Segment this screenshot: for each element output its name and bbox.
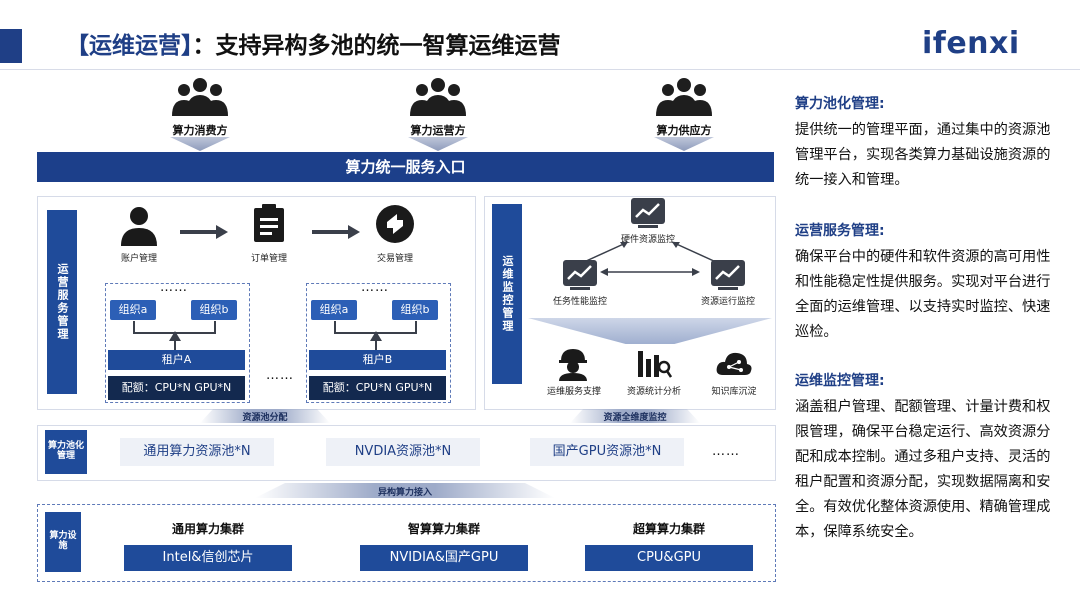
page-title: 【运维运营】：支持异构多池的统一智算运维运营 — [66, 26, 561, 60]
brand-logo: ifenxi — [922, 26, 1020, 61]
persona-consumer: 算力消费方 — [165, 76, 235, 138]
persona-label: 算力消费方 — [172, 124, 228, 137]
tenant-more-dots: …… — [266, 368, 294, 383]
arrow-right-icon — [312, 225, 360, 239]
engineer-icon — [559, 349, 587, 381]
persona-supplier: 算力供应方 — [649, 76, 719, 138]
monitor-tab: 运维监控管理 — [492, 204, 522, 384]
users-group-icon — [656, 78, 712, 116]
persona-label: 算力运营方 — [410, 124, 466, 137]
monitor-label-hardware: 硬件资源监控 — [620, 235, 675, 245]
persona-label: 算力供应方 — [656, 124, 712, 137]
transaction-icon — [376, 205, 414, 243]
statistics-icon — [638, 351, 672, 378]
quota-box: 配额：CPU*N GPU*N — [309, 376, 446, 400]
tenant-dots: …… — [361, 280, 389, 295]
monitor-chart-icon — [631, 198, 665, 228]
cluster-title-super: 超算算力集群 — [632, 522, 705, 536]
monitor-connectors — [583, 241, 717, 276]
cluster-title-general: 通用算力集群 — [171, 522, 244, 536]
connector-lines — [133, 321, 216, 351]
cluster-box-super: CPU&GPU — [585, 545, 753, 571]
header-divider — [0, 69, 1080, 70]
pool-more-dots: …… — [712, 444, 740, 459]
monitor-chart-icon — [711, 260, 745, 290]
band-pool-alloc — [200, 409, 330, 423]
org-a: 组织a — [311, 300, 357, 320]
band-full-monitor — [570, 409, 700, 423]
cloud-share-icon — [716, 352, 752, 375]
persona-operator: 算力运营方 — [403, 76, 473, 138]
monitor-label-knowledge: 知识库沉淀 — [711, 387, 757, 397]
quota-box: 配额：CPU*N GPU*N — [108, 376, 245, 400]
page-title-bracket: 【运维运营】 — [66, 33, 193, 59]
sidebar-text-pooling: 提供统一的管理平面，通过集中的资源池管理平台，实现各类算力基础设施资源的统一接入… — [795, 122, 1051, 188]
cluster-box-general: Intel&信创芯片 — [124, 545, 292, 571]
pool-row-tab: 算力池化管理 — [45, 430, 87, 474]
flow-label-order: 订单管理 — [250, 254, 287, 264]
tenant-group-a — [105, 283, 250, 403]
users-group-icon — [410, 78, 466, 116]
band-full-monitor-label: 资源全维度监控 — [603, 413, 667, 423]
tenant-box: 租户B — [309, 350, 446, 370]
flow-label-account: 账户管理 — [120, 254, 157, 264]
sidebar-heading-ops: 运营服务管理: — [795, 223, 885, 239]
cluster-title-ai: 智算算力集群 — [407, 522, 480, 536]
flow-label-transaction: 交易管理 — [376, 254, 413, 264]
infra-row-panel — [37, 504, 776, 582]
arrow-right-icon — [180, 225, 228, 239]
order-document-icon — [254, 204, 284, 242]
tenant-dots: …… — [160, 280, 188, 295]
org-b: 组织b — [392, 300, 438, 320]
infra-row-tab: 算力设施 — [45, 512, 81, 572]
monitor-label-ops-support: 运维服务支撑 — [546, 387, 601, 397]
connector-lines — [334, 321, 417, 351]
down-arrow — [654, 137, 714, 151]
band-pool-alloc-label: 资源池分配 — [242, 413, 288, 423]
sidebar-heading-pooling: 算力池化管理: — [795, 96, 885, 112]
unified-service-entry: 算力统一服务入口 — [37, 152, 774, 182]
sidebar-text-monitor: 涵盖租户管理、配额管理、计量计费和权限管理，确保平台稳定运行、高效资源分配和成本… — [795, 399, 1051, 540]
ops-service-tab: 运营服务管理 — [47, 210, 77, 394]
down-arrow — [408, 137, 468, 151]
users-group-icon — [172, 78, 228, 116]
down-arrow — [170, 137, 230, 151]
monitor-label-statistics: 资源统计分析 — [626, 387, 681, 397]
band-heterogeneous-label: 异构算力接入 — [377, 488, 432, 498]
sidebar-text-ops: 确保平台中的硬件和软件资源的高可用性和性能稳定性提供服务。实现对平台进行全面的运… — [795, 249, 1051, 340]
cluster-box-ai: NVIDIA&国产GPU — [360, 545, 528, 571]
tenant-group-b — [306, 283, 451, 403]
pool-domestic-gpu: 国产GPU资源池*N — [530, 438, 684, 466]
monitor-chart-icon — [563, 260, 597, 290]
monitor-label-resource: 资源运行监控 — [700, 297, 755, 307]
org-a: 组织a — [110, 300, 156, 320]
user-icon — [121, 207, 157, 246]
pool-nvidia: NVDIA资源池*N — [326, 438, 480, 466]
pool-general: 通用算力资源池*N — [120, 438, 274, 466]
tenant-box: 租户A — [108, 350, 245, 370]
page-title-rest: ：支持异构多池的统一智算运维运营 — [192, 33, 561, 59]
sidebar-heading-monitor: 运维监控管理: — [795, 373, 885, 389]
monitor-label-task: 任务性能监控 — [552, 297, 607, 307]
monitor-panel — [484, 196, 776, 410]
org-b: 组织b — [191, 300, 237, 320]
band-heterogeneous — [255, 483, 555, 498]
header-accent-bar — [0, 29, 22, 63]
